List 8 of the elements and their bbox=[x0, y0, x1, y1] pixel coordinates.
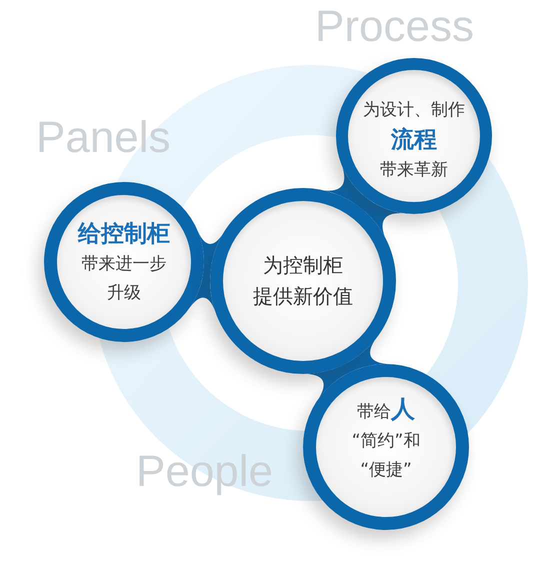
body-text: 带来革新 bbox=[380, 158, 448, 182]
body-text: 带给人 bbox=[357, 398, 415, 424]
body-text: 带来进一步升级 bbox=[82, 252, 166, 304]
body-text: 为设计、制作 bbox=[363, 98, 465, 122]
highlight-text: 给控制柜 bbox=[78, 220, 170, 248]
highlight-text: 流程 bbox=[391, 126, 437, 154]
body-text: “简约”和“便捷” bbox=[352, 430, 420, 482]
body-text: 为控制柜提供新价值 bbox=[253, 252, 353, 310]
